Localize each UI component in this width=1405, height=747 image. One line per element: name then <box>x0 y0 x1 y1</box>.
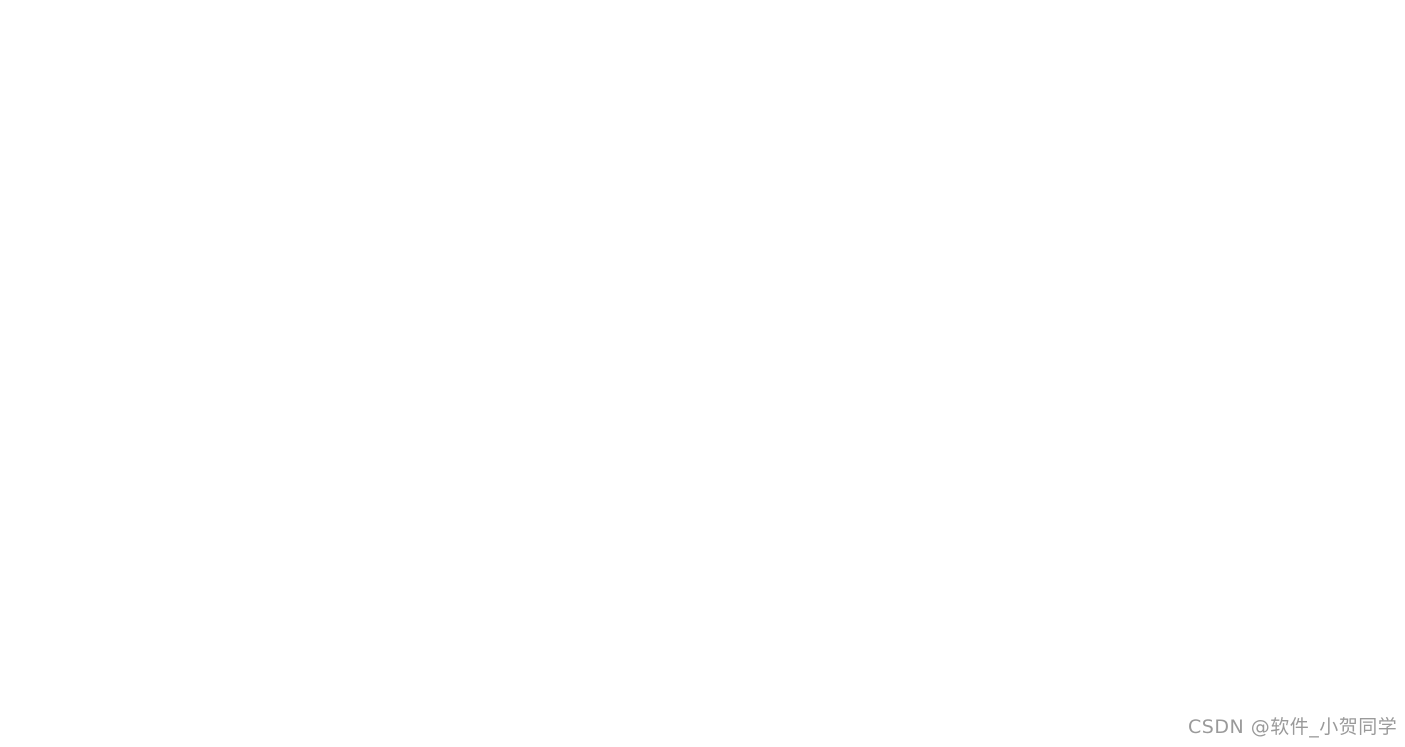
csdn-watermark: CSDN @软件_小贺同学 <box>1188 716 1398 738</box>
